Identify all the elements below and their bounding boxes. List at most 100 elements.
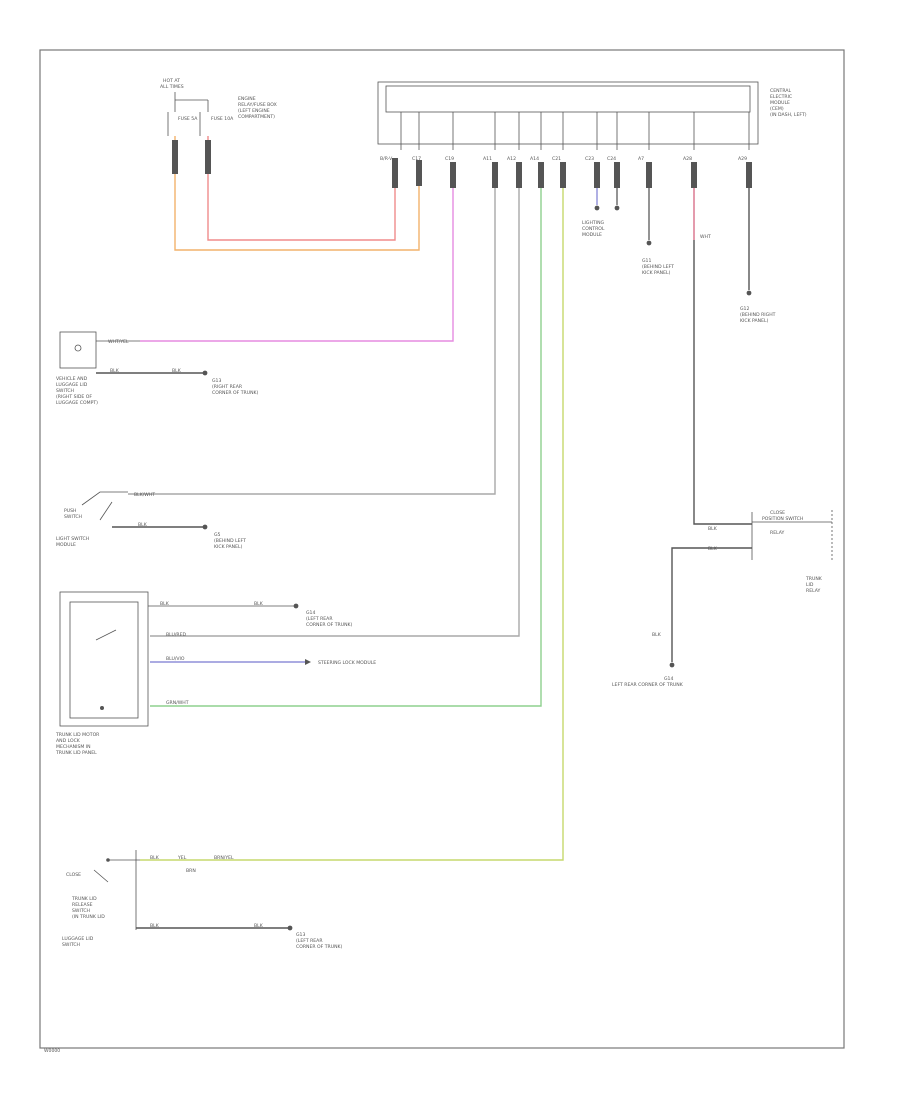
motor-ground-1: (LEFT REAR <box>306 616 333 622</box>
fuse-top-label-1: ALL TIMES <box>160 84 184 90</box>
relay-name-0: TRUNK <box>805 576 823 582</box>
switch1-ground-0: G13 <box>212 378 221 384</box>
cem-right-ground-1: (BEHIND RIGHT <box>740 312 776 318</box>
central-module: CENTRAL ELECTRIC MODULE (CEM) (IN DASH, … <box>377 81 807 162</box>
motor-name-1: AND LOCK <box>56 738 81 744</box>
switch1-ground-2: CORNER OF TRUNK) <box>212 390 259 396</box>
pin-label: A14 <box>530 156 539 162</box>
cem-right-ground-0: G12 <box>740 306 749 312</box>
switch2-wire-label: BLK/WHT <box>134 492 155 498</box>
switch1-name-0: VEHICLE AND <box>56 376 88 382</box>
fuse-note-2: (LEFT ENGINE <box>238 108 270 114</box>
pin-label: C24 <box>607 156 616 162</box>
switch1-name-4: LUGGAGE COMPT) <box>56 400 98 406</box>
fuse-note-3: COMPARTMENT) <box>238 114 275 120</box>
bottom-wire-0: BLK <box>150 855 160 861</box>
relay-blk-vert: BLK <box>652 632 662 638</box>
pin-label: A29 <box>738 156 747 162</box>
motor-blk-a: BLK <box>160 601 170 607</box>
switch1-body <box>59 331 97 369</box>
bottom-label-0: LUGGAGE LID <box>62 936 94 942</box>
yellow-green-wire <box>140 170 564 861</box>
switch2-inner-1: SWITCH <box>64 514 82 520</box>
trunk-lid-motor: BLK BLK G14 (LEFT REAR CORNER OF TRUNK) … <box>55 591 376 756</box>
pin-label: B/R-V <box>380 156 393 162</box>
green-wire <box>150 170 542 707</box>
switch1-wire-label: WHT/YEL <box>108 339 129 345</box>
fuse-note-1: RELAY/FUSE BOX <box>238 102 277 108</box>
bottom-switch-name-2: SWITCH <box>72 908 90 914</box>
pin-label: A11 <box>483 156 492 162</box>
switch2-blk: BLK <box>138 522 148 528</box>
bottom-wire-1: YEL <box>177 855 187 861</box>
switch2-ground-1: (BEHIND LEFT <box>214 538 246 544</box>
pin-labels: B/R-V C17 C19 A11 A12 A14 C21 C23 C24 A7… <box>380 156 747 162</box>
relay-label-2: RELAY <box>770 530 785 536</box>
relay-label-1: POSITION SWITCH <box>762 516 803 522</box>
switch1-name-2: SWITCH <box>56 388 74 394</box>
bottom-ground-1: (LEFT REAR <box>296 938 323 944</box>
module-label-3: (CEM) <box>770 106 784 112</box>
motor-name-2: MECHANISM IN <box>56 744 91 750</box>
module-label-2: MODULE <box>770 100 790 106</box>
cem-left-ground-0: G11 <box>642 258 651 264</box>
luggage-lid-switch: WHT/YEL BLK BLK G13 (RIGHT REAR CORNER O… <box>56 331 259 406</box>
motor-body <box>59 591 149 727</box>
pin-label: A12 <box>507 156 516 162</box>
relay-name-2: RELAY <box>806 588 821 594</box>
light-switch-module: BLK/WHT PUSH SWITCH BLK G5 (BEHIND LEFT … <box>56 491 246 550</box>
module-label-1: ELECTRIC <box>770 94 792 100</box>
bottom-ground-0: G13 <box>296 932 305 938</box>
motor-ground-2: CORNER OF TRUNK) <box>306 622 353 628</box>
magenta-wire <box>140 170 454 342</box>
orange-wire <box>174 136 420 251</box>
cem-right-ground-2: KICK PANEL) <box>740 318 769 324</box>
switch1-ground-1: (RIGHT REAR <box>212 384 243 390</box>
switch1-blk-b: BLK <box>172 368 182 374</box>
bottom-wire-2: BRN/YEL <box>214 855 234 861</box>
motor-name-3: TRUNK LID PANEL <box>55 750 97 756</box>
bottom-topleft: CLOSE <box>66 872 81 878</box>
pin-label: A7 <box>638 156 644 162</box>
switch2-ground-2: KICK PANEL) <box>214 544 243 550</box>
relay-ground-wire <box>671 547 752 662</box>
gray-wire-b <box>150 170 520 637</box>
cem-left-ground-1: (BEHIND LEFT <box>642 264 674 270</box>
relay-blk-b: BLK <box>708 546 718 552</box>
lighting-splice-2: MODULE <box>582 232 602 238</box>
motor-wire3: GRN/WHT <box>166 700 189 706</box>
red-wire <box>207 136 396 241</box>
motor-wire2: BLU/VIO <box>166 656 185 662</box>
pin-label: C17 <box>412 156 421 162</box>
switch2-ground-0: G5 <box>214 532 221 538</box>
relay-label-0: CLOSE <box>770 510 785 516</box>
motor-wire1: BLU/RED <box>166 632 186 638</box>
bottom-switch-name-3: (IN TRUNK LID <box>72 914 105 920</box>
bottom-wire-3: BRN <box>186 868 196 874</box>
module-label-0: CENTRAL <box>770 88 792 94</box>
switch2-name-1: MODULE <box>56 542 76 548</box>
module-inner <box>385 85 751 113</box>
module-label-4: (IN DASH, LEFT) <box>770 112 807 118</box>
fuse-a-label: FUSE 5A <box>178 116 198 122</box>
power-wires <box>172 136 422 251</box>
gray-wire-a <box>128 170 496 495</box>
relay-name-1: LID <box>806 582 814 588</box>
module-pin-drops <box>400 112 750 150</box>
connector-violet <box>392 158 398 188</box>
lighting-splice-1: CONTROL <box>582 226 605 232</box>
relay-ground-id: G14 <box>664 676 673 682</box>
motor-blk-b: BLK <box>254 601 264 607</box>
fuse-top-label-0: HOT AT <box>163 78 180 84</box>
fuse-block: HOT AT ALL TIMES FUSE 5A FUSE 10A ENGINE… <box>160 78 277 136</box>
bottom-blk-a: BLK <box>150 923 160 929</box>
bottom-label-1: SWITCH <box>62 942 80 948</box>
switch1-name-1: LUGGAGE LID <box>56 382 88 388</box>
motor-ground-0: G14 <box>306 610 315 616</box>
diagram-frame <box>39 49 845 1049</box>
cem-left-ground-2: KICK PANEL) <box>642 270 671 276</box>
fuse-b-label: FUSE 10A <box>211 116 234 122</box>
pin-label: A28 <box>683 156 692 162</box>
relay-ground-label: LEFT REAR CORNER OF TRUNK <box>612 682 684 688</box>
